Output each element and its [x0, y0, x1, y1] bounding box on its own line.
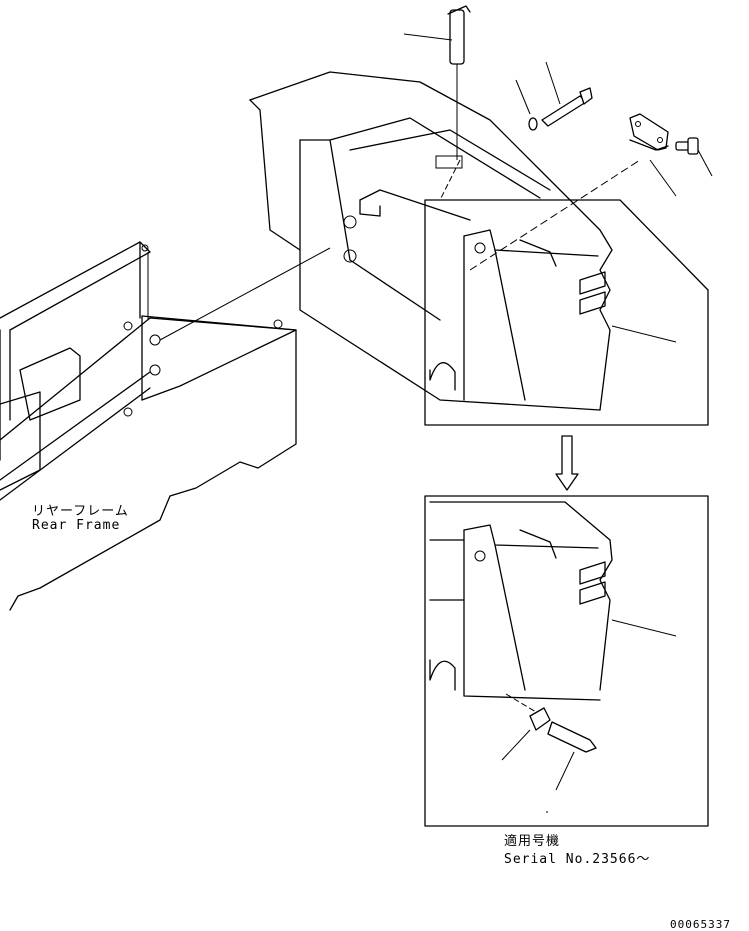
counterweight — [249, 71, 641, 411]
rear-frame-label-en: Rear Frame — [32, 518, 121, 533]
washer — [515, 79, 538, 131]
rear-frame — [0, 241, 331, 611]
detail-frame-lower — [424, 495, 709, 827]
bolt — [541, 61, 593, 127]
drawing-number: 00065337 — [670, 918, 731, 931]
serial-label-en: Serial No.23566～ — [504, 852, 651, 867]
down-arrow — [555, 435, 579, 491]
rear-frame-label-jp: リヤーフレーム — [32, 504, 129, 519]
small-bolt — [675, 137, 713, 177]
serial-label-jp: 適用号機 — [504, 834, 561, 849]
bracket — [629, 113, 677, 197]
lifting-pin — [403, 5, 471, 160]
detail-frame-upper — [424, 199, 709, 426]
